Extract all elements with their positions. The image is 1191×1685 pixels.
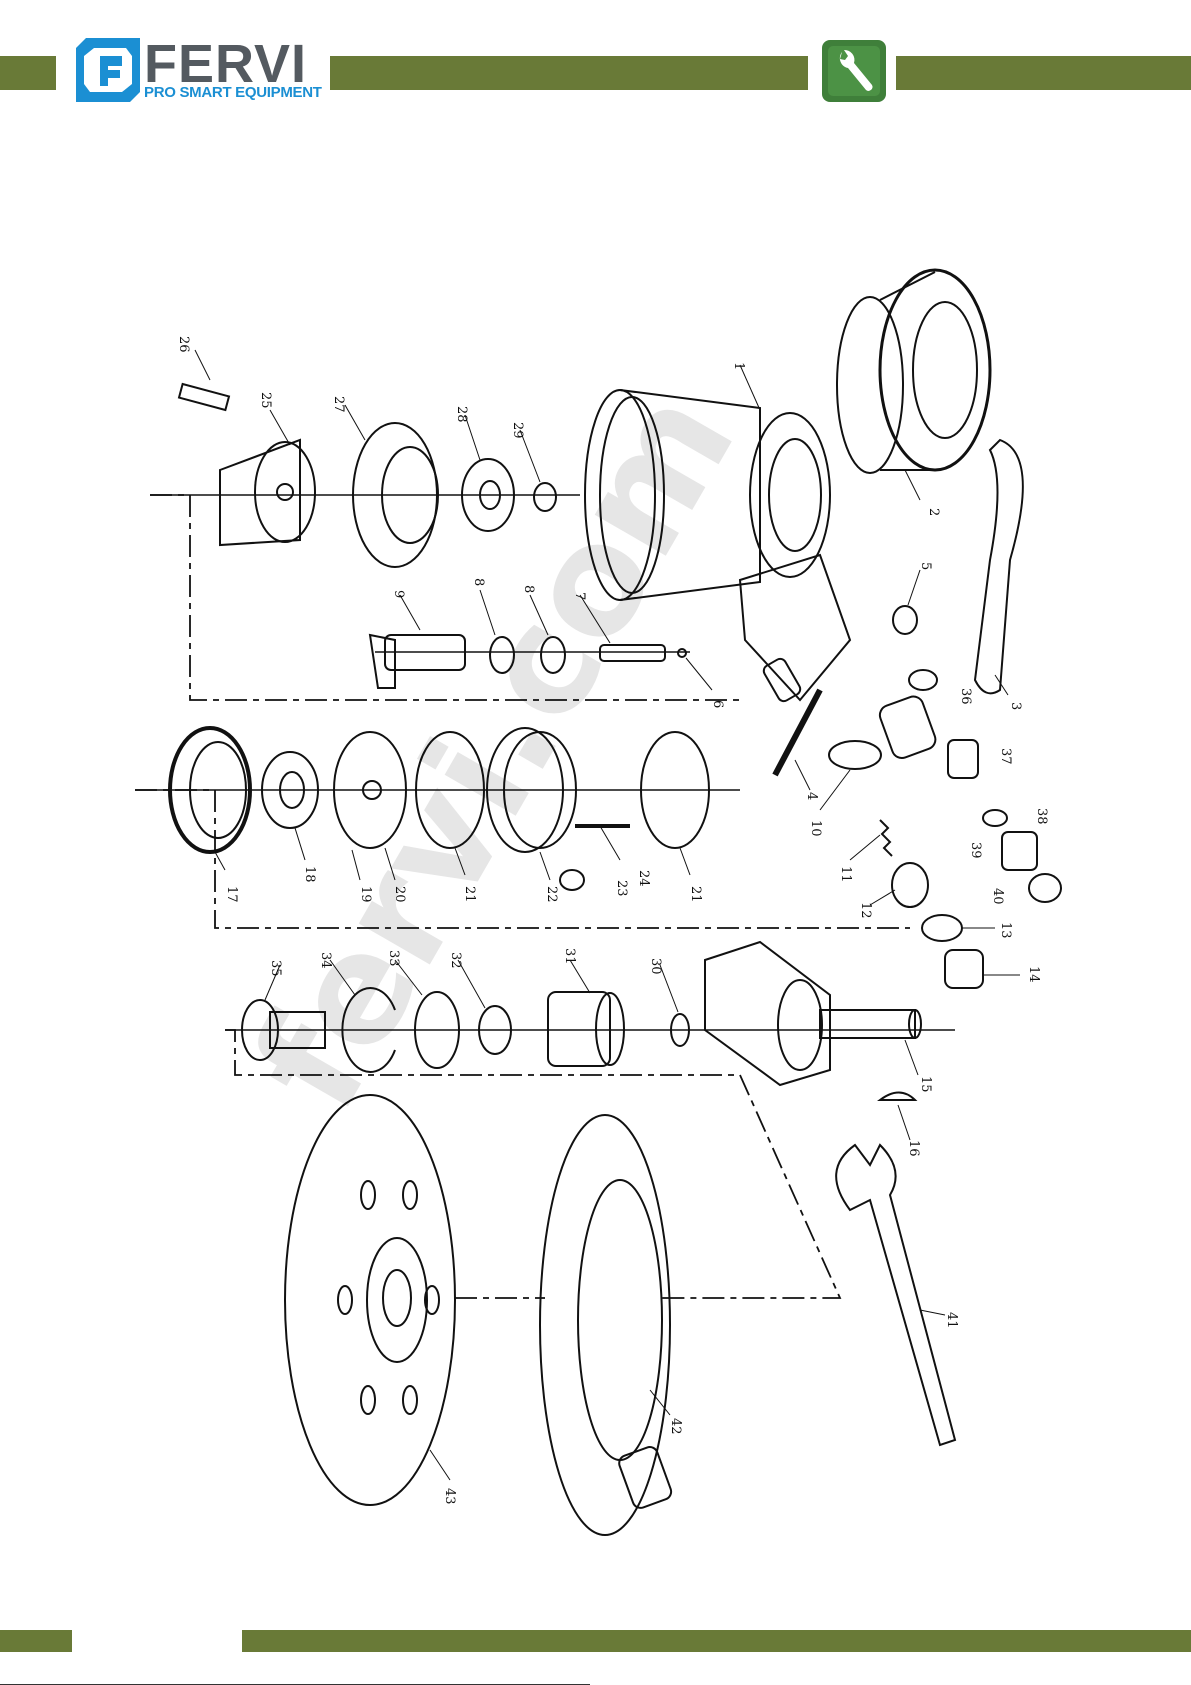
part-label: 33	[386, 950, 401, 967]
part-label: 16	[906, 1140, 921, 1157]
part-label: 27	[331, 396, 346, 413]
part-label: 19	[358, 886, 373, 903]
part-label: 4	[804, 792, 819, 800]
part-label: 38	[1034, 808, 1049, 825]
part-label: 9	[391, 590, 406, 598]
part-31-bearing	[548, 992, 624, 1066]
part-label: 34	[318, 952, 333, 969]
part-2-knurled-cap	[837, 270, 990, 473]
part-38-ring	[983, 810, 1007, 826]
part-label: 14	[1026, 966, 1041, 983]
part-label: 8	[471, 578, 486, 586]
part-label: 23	[614, 880, 629, 897]
part-label: 24	[636, 870, 651, 887]
part-label: 40	[990, 888, 1005, 905]
part-11-spring	[880, 820, 892, 856]
part-label: 2	[926, 508, 941, 516]
part-26-vane	[179, 384, 229, 410]
part-4-pin	[775, 690, 820, 775]
part-label: 29	[510, 422, 525, 439]
part-39-nut	[1002, 832, 1037, 870]
part-label: 7	[572, 592, 587, 600]
part-label: 21	[462, 886, 477, 903]
part-label: 15	[918, 1076, 933, 1093]
part-label: 17	[224, 886, 239, 903]
part-41-spanner	[836, 1145, 955, 1445]
part-43-sanding-disc	[285, 1095, 455, 1505]
part-25-rotor	[220, 440, 315, 545]
part-label: 20	[392, 886, 407, 903]
part-label: 25	[258, 392, 273, 409]
part-40-cap	[1029, 874, 1061, 902]
part-label: 21	[688, 886, 703, 903]
part-10-washer	[829, 741, 881, 769]
part-label: 41	[944, 1312, 959, 1329]
part-13-ring	[922, 915, 962, 941]
part-label: 42	[668, 1418, 683, 1435]
part-3-lever	[975, 440, 1023, 693]
part-label: 6	[710, 700, 725, 708]
part-14-fitting	[945, 950, 983, 988]
part-label: 39	[968, 842, 983, 859]
part-label: 26	[176, 336, 191, 353]
part-16-key	[880, 1093, 915, 1101]
part-23-ring	[560, 870, 584, 890]
part-label: 18	[302, 866, 317, 883]
part-label: 1	[731, 362, 746, 370]
part-label: 28	[454, 406, 469, 423]
part-label: 30	[648, 958, 663, 975]
part-42-pad-housing	[540, 1115, 673, 1535]
part-label: 43	[442, 1488, 457, 1505]
part-label: 36	[958, 688, 973, 705]
part-label: 10	[808, 820, 823, 837]
part-label: 12	[858, 902, 873, 919]
part-label: 32	[448, 952, 463, 969]
part-5-circlip	[893, 606, 917, 634]
part-label: 8	[521, 585, 536, 593]
part-12-fitting	[892, 863, 928, 907]
part-label: 37	[998, 748, 1013, 765]
part-label: 11	[838, 866, 853, 883]
part-label: 5	[918, 562, 933, 570]
part-label: 35	[268, 960, 283, 977]
part-15-spindle	[705, 942, 921, 1085]
part-label: 31	[562, 948, 577, 965]
part-36-37-inlet	[877, 670, 978, 778]
part-label: 3	[1008, 702, 1023, 710]
part-label: 22	[544, 886, 559, 903]
part-label: 13	[998, 922, 1013, 939]
